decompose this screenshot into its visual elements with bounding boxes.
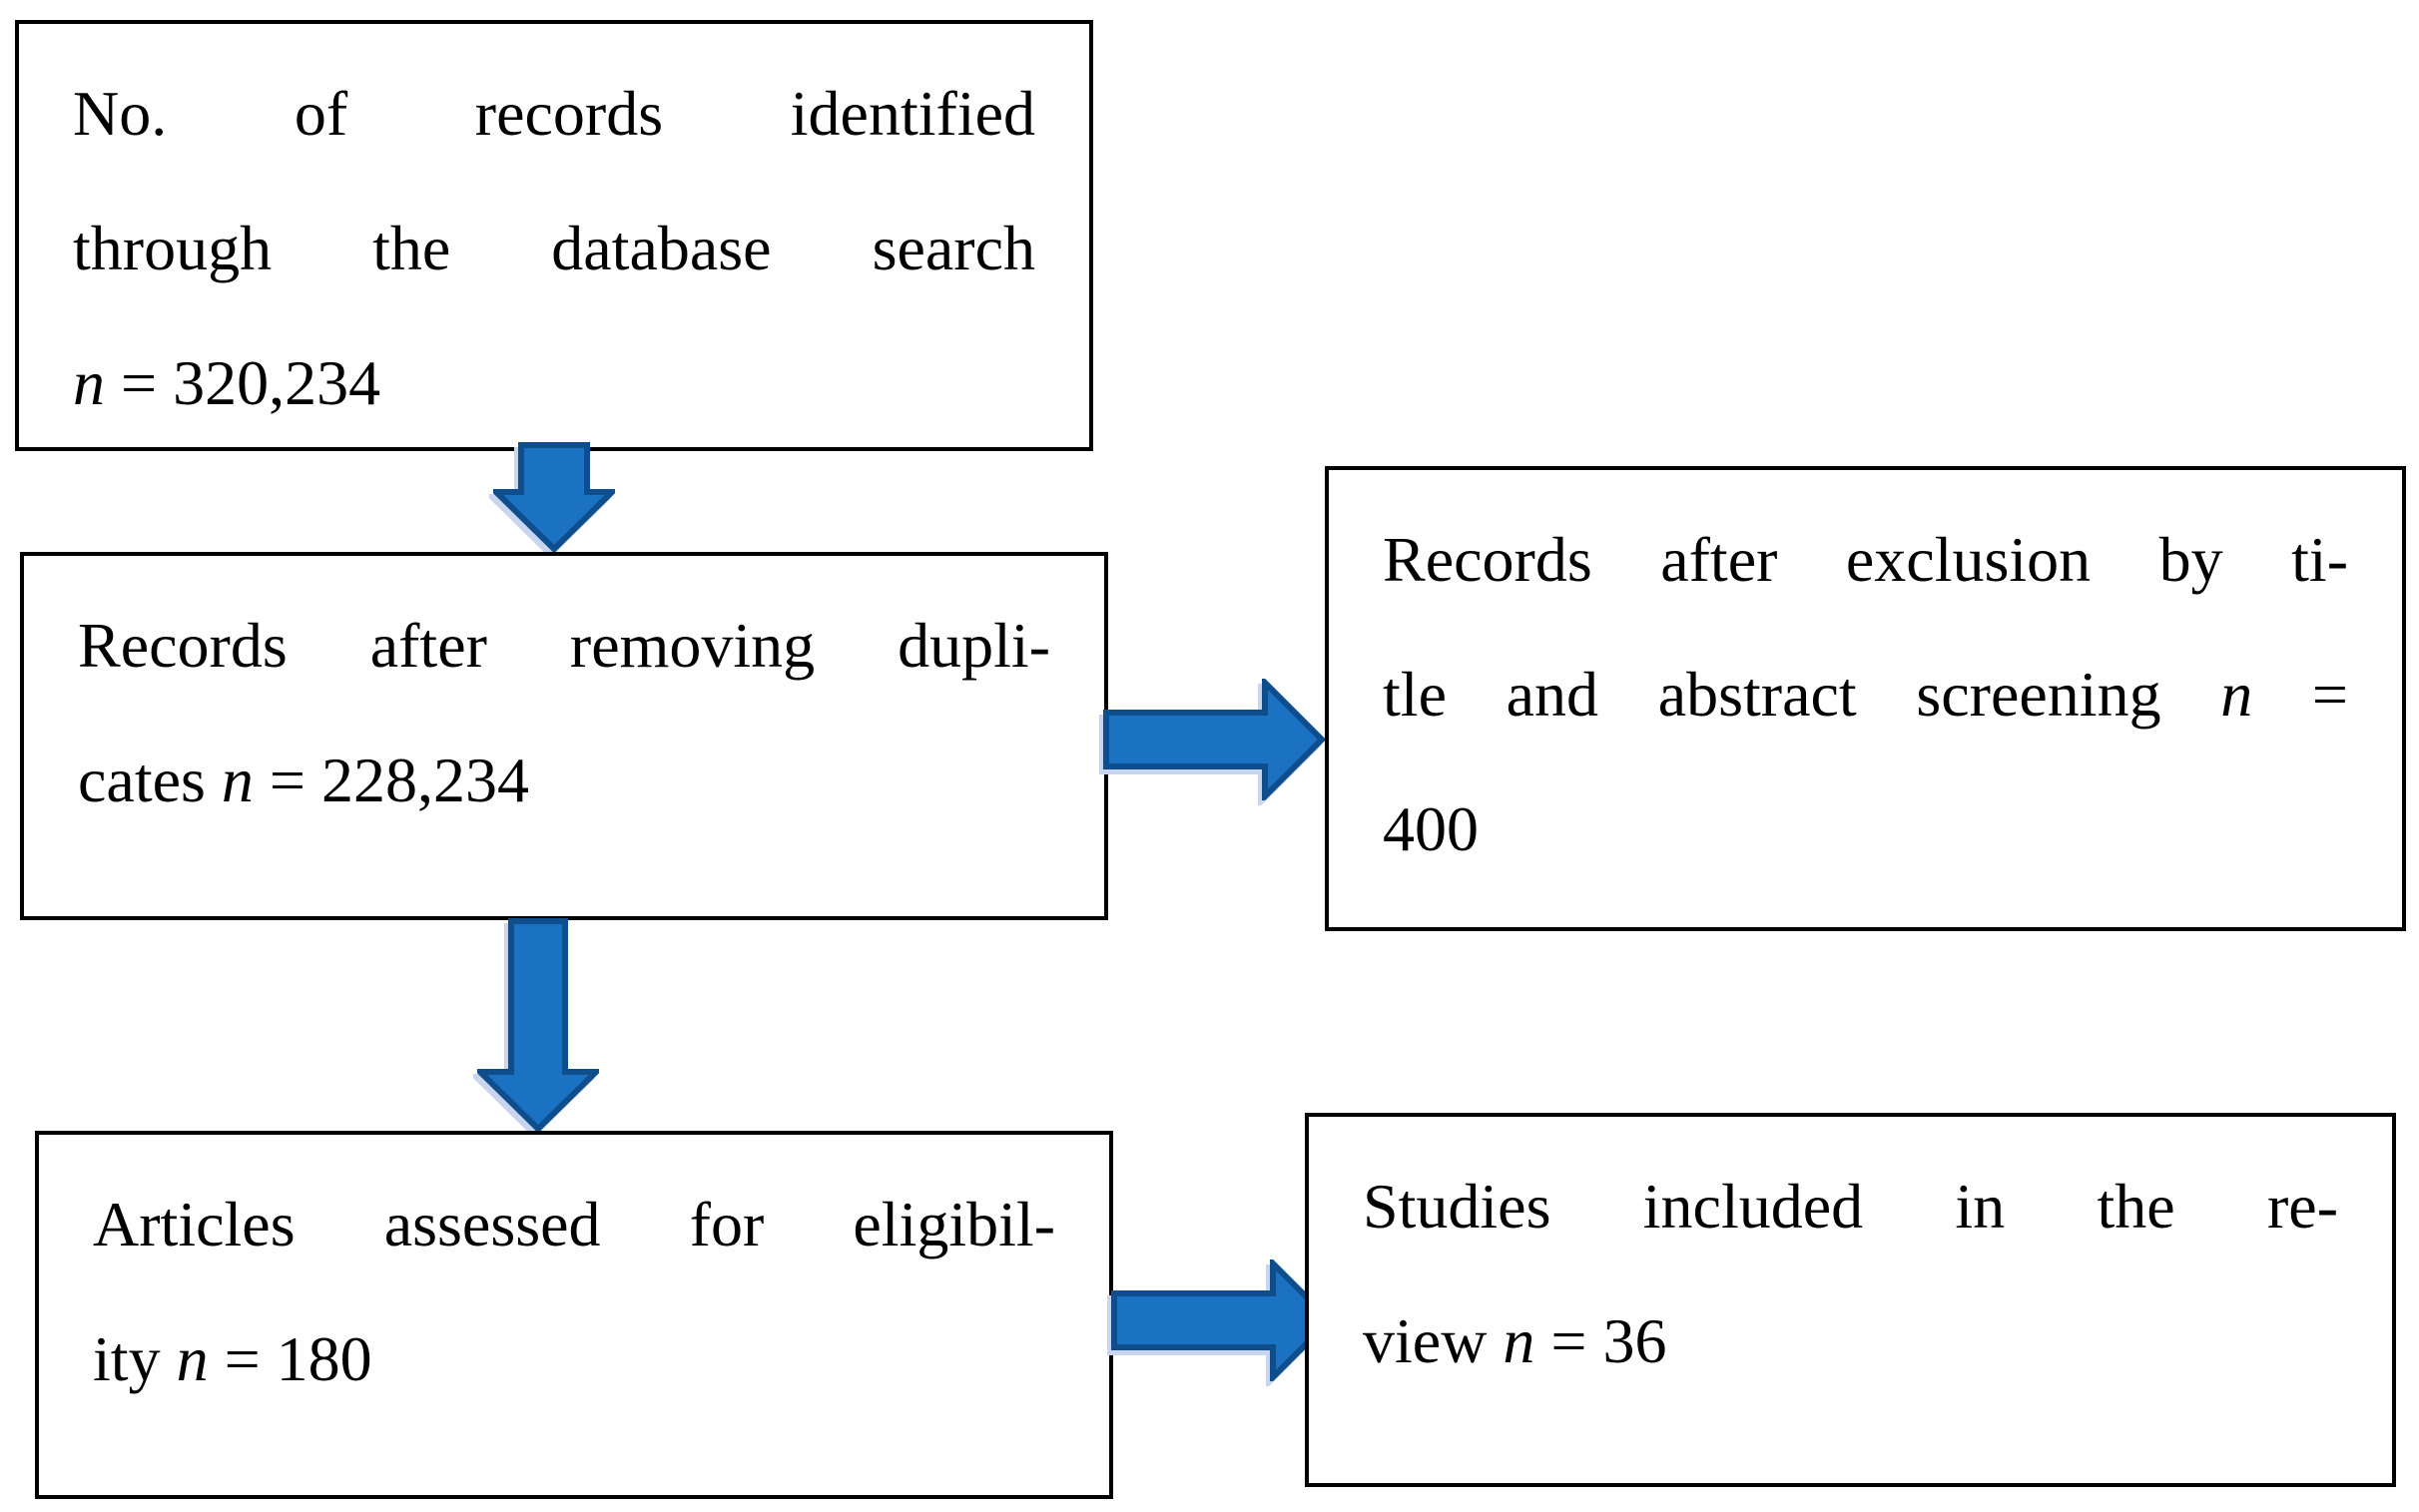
- text-segment: tle and abstract screening: [1383, 659, 2221, 730]
- text-line: Articles assessed for eligibil-: [93, 1157, 1055, 1291]
- box-records-identified: No. of records identified through the dat…: [15, 20, 1093, 451]
- right-arrow-eligibility-to-included-icon: [1111, 1260, 1333, 1381]
- text-segment: = 320,234: [105, 347, 381, 418]
- text-segment: Studies included in the re-: [1363, 1171, 2338, 1242]
- box-records-excluded: Records after exclusion by ti-tle and ab…: [1325, 466, 2406, 931]
- text-line: 400: [1383, 761, 2348, 896]
- text-line: Records after removing dupli-: [78, 578, 1050, 713]
- box-records-deduplicated: Records after removing dupli-cates n = 2…: [20, 552, 1108, 920]
- italic-n-symbol: n: [221, 745, 254, 815]
- text-line: tle and abstract screening n =: [1383, 627, 2348, 761]
- text-segment: view: [1363, 1305, 1504, 1376]
- italic-n-symbol: n: [73, 347, 105, 418]
- down-arrow-deduplicated-to-eligibility-icon: [477, 918, 599, 1132]
- text-line: Studies included in the re-: [1363, 1139, 2338, 1273]
- right-arrow-deduplicated-to-excluded-icon: [1103, 679, 1325, 800]
- box-records-identified-text: No. of records identified through the dat…: [73, 46, 1035, 450]
- text-segment: No. of records identified: [73, 78, 1035, 149]
- text-line: n = 320,234: [73, 315, 1035, 450]
- box-articles-eligibility: Articles assessed for eligibil-ity n = 1…: [35, 1131, 1113, 1499]
- text-line: through the database search: [73, 181, 1035, 315]
- italic-n-symbol: n: [1503, 1305, 1535, 1376]
- text-segment: Records after removing dupli-: [78, 610, 1050, 681]
- text-segment: = 180: [208, 1323, 372, 1394]
- italic-n-symbol: n: [2220, 659, 2253, 730]
- text-line: cates n = 228,234: [78, 713, 1050, 847]
- box-records-deduplicated-text: Records after removing dupli-cates n = 2…: [78, 578, 1050, 847]
- text-segment: Records after exclusion by ti-: [1383, 524, 2348, 595]
- box-studies-included: Studies included in the re-view n = 36: [1305, 1113, 2396, 1487]
- text-line: view n = 36: [1363, 1273, 2338, 1408]
- down-arrow-identified-to-deduplicated-icon: [493, 442, 615, 553]
- text-line: Records after exclusion by ti-: [1383, 492, 2348, 627]
- text-line: ity n = 180: [93, 1291, 1055, 1426]
- text-segment: = 36: [1534, 1305, 1667, 1376]
- text-segment: = 228,234: [253, 745, 529, 815]
- text-segment: through the database search: [73, 213, 1035, 283]
- text-segment: Articles assessed for eligibil-: [93, 1189, 1055, 1260]
- italic-n-symbol: n: [176, 1323, 209, 1394]
- box-studies-included-text: Studies included in the re-view n = 36: [1363, 1139, 2338, 1408]
- box-articles-eligibility-text: Articles assessed for eligibil-ity n = 1…: [93, 1157, 1055, 1426]
- text-line: No. of records identified: [73, 46, 1035, 181]
- text-segment: 400: [1383, 793, 1479, 864]
- text-segment: =: [2252, 659, 2349, 730]
- box-records-excluded-text: Records after exclusion by ti-tle and ab…: [1383, 492, 2348, 896]
- text-segment: cates: [78, 745, 222, 815]
- text-segment: ity: [93, 1323, 177, 1394]
